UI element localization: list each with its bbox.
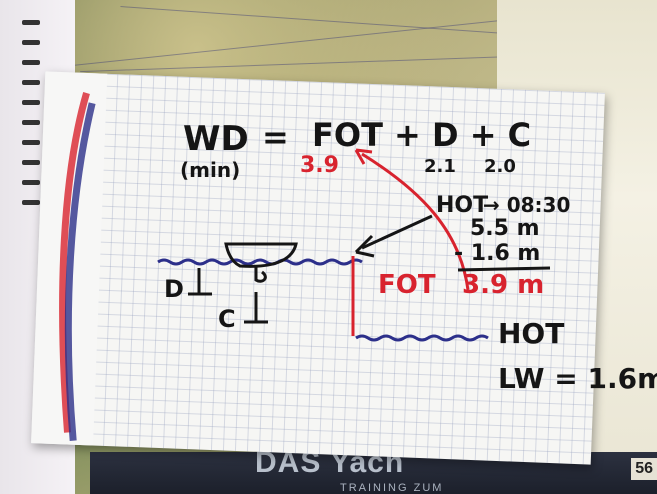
boat-keel [254, 266, 267, 283]
formula-terms: FOT + D + C [312, 116, 531, 154]
page-number: 56 [631, 458, 657, 480]
spiral-ring [22, 100, 40, 105]
formula-equals: = [262, 118, 289, 156]
grid-paper-sheet [31, 71, 605, 465]
calc-hot-label: HOT [436, 193, 488, 218]
black-arrow [361, 214, 433, 250]
label-lw: LW = 1.6m [498, 362, 657, 395]
calc-fot-label: FOT [378, 270, 436, 300]
label-hot: HOT [498, 317, 564, 350]
calc-minus-lw: - 1.6 m [454, 241, 540, 266]
spiral-ring [22, 60, 40, 65]
spiral-ring [22, 80, 40, 85]
formula-lhs: WD [183, 119, 249, 159]
spiral-ring [22, 180, 40, 185]
calc-hot-height: 5.5 m [470, 216, 540, 241]
red-arrowhead [354, 148, 373, 165]
formula-d-value: 2.1 [424, 156, 456, 177]
low-water-line [355, 334, 489, 342]
book-subtitle: TRAINING ZUM [340, 482, 444, 494]
brand-swoosh [59, 92, 96, 442]
spiral-ring [22, 140, 40, 145]
boat-hull [224, 242, 298, 268]
d-depth-marker [188, 268, 212, 296]
spiral-ring [22, 20, 40, 25]
formula-fot-value: 3.9 [300, 153, 339, 178]
water-surface-line [157, 258, 363, 266]
spiral-ring [22, 200, 40, 205]
calc-hot-time: → 08:30 [483, 193, 570, 217]
formula-lhs-note: (min) [180, 158, 240, 182]
c-clearance-marker [244, 292, 268, 324]
spiral-ring [22, 160, 40, 165]
label-c: C [218, 305, 236, 333]
calc-fot-result: 3.9 m [462, 270, 544, 300]
spiral-ring [22, 120, 40, 125]
black-arrowhead [354, 234, 375, 258]
label-d: D [164, 275, 184, 303]
formula-c-value: 2.0 [484, 156, 516, 177]
calc-sum-line [457, 266, 551, 272]
spiral-ring [22, 40, 40, 45]
